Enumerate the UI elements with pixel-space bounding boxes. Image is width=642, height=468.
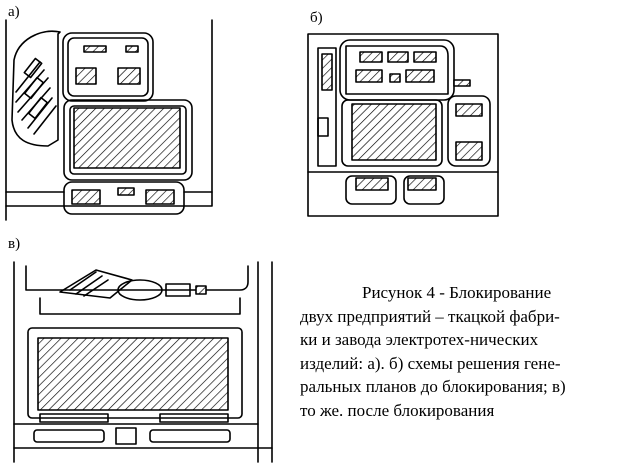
scheme-a-building-small-2	[125, 45, 139, 53]
scheme-b-building-3	[413, 51, 437, 63]
scheme-a-building-left	[75, 67, 97, 85]
scheme-a-left-diagonals	[15, 61, 57, 135]
scheme-b-right-small	[453, 79, 471, 87]
scheme-a-building-right	[117, 67, 141, 85]
scheme-b-bottom-building-2	[407, 177, 437, 191]
scheme-v-plan: в)	[8, 236, 273, 463]
scheme-b-building-4	[355, 69, 383, 83]
scheme-a-main-road	[69, 105, 187, 175]
scheme-a-main-building	[73, 107, 181, 169]
scheme-b-upper-block	[345, 45, 449, 95]
scheme-a-building-small-1	[83, 45, 107, 53]
scheme-v-top-oval	[117, 279, 163, 301]
scheme-v-bottom-strip-2	[149, 429, 231, 443]
caption-line-1: Рисунок 4 - Блокированиe	[362, 283, 552, 302]
scheme-v-top-road	[25, 265, 249, 291]
caption-line-4: изделий: а). б) схемы решения генe-	[300, 353, 561, 373]
scheme-a-diag-building-2	[23, 76, 45, 100]
caption-line-3: ки и завода электротех-нических	[300, 330, 539, 349]
scheme-b-boundary	[307, 33, 499, 217]
scheme-a-bottom-building-3	[145, 189, 175, 205]
scheme-v-top-diagonals	[69, 271, 109, 297]
scheme-v-bottom-block-1	[39, 413, 109, 423]
scheme-v-bottom-strip-1	[33, 429, 105, 443]
scheme-a-bottom-building-1	[71, 189, 101, 205]
scheme-b-building-1	[359, 51, 383, 63]
scheme-a-plan: а)	[5, 4, 213, 221]
caption-line-2: двух предприятий – ткацкой фабри-	[300, 306, 560, 326]
scheme-a-bottom-block	[63, 181, 185, 215]
scheme-a-boundary	[5, 19, 213, 207]
scheme-b-left-small	[317, 117, 329, 137]
scheme-v-mid-road	[39, 297, 241, 315]
scheme-b-plan: б)	[307, 10, 499, 217]
scheme-b-left-strip	[317, 47, 337, 167]
scheme-a-upper-block	[67, 37, 149, 97]
scheme-a-left-zone	[11, 30, 61, 147]
scheme-v-top-small-building	[195, 285, 207, 295]
caption-line-6: то же. после блокирования	[300, 400, 495, 420]
scheme-v-main-block	[27, 327, 243, 419]
figure-caption: Рисунок 4 - Блокированиe двух предприяти…	[300, 281, 636, 422]
scheme-b-building-2	[387, 51, 409, 63]
scheme-b-right-building-1	[455, 103, 483, 117]
caption-line-5: ральных планов до блокирования; в)	[300, 377, 566, 396]
scheme-v-bottom-block-2	[159, 413, 229, 423]
scheme-b-main-building	[351, 103, 437, 161]
scheme-b-building-6	[405, 69, 435, 83]
scheme-v-main-building	[37, 337, 229, 411]
scheme-a-diag-building-1	[23, 57, 43, 79]
scheme-v-top-block	[165, 283, 191, 297]
scheme-b-right-building-2	[455, 141, 483, 161]
scheme-b-bottom-block-1	[345, 175, 397, 205]
scheme-b-left-building	[321, 53, 333, 91]
scheme-a-bottom-building-2	[117, 187, 135, 196]
scheme-b-bottom-block-2	[403, 175, 445, 205]
scheme-a-upper-road	[62, 32, 154, 102]
scheme-a-main-block	[63, 99, 193, 181]
scheme-a-label: а)	[8, 4, 20, 20]
scheme-b-label: б)	[310, 10, 323, 26]
scheme-v-label: в)	[8, 236, 20, 252]
scheme-b-right-block	[447, 95, 491, 167]
scheme-b-building-5	[389, 73, 401, 83]
scheme-a-diag-building-3	[27, 96, 49, 120]
scheme-v-bottom-gate	[115, 427, 137, 445]
scheme-b-bottom-building-1	[355, 177, 389, 191]
scheme-b-main-block	[341, 99, 443, 167]
